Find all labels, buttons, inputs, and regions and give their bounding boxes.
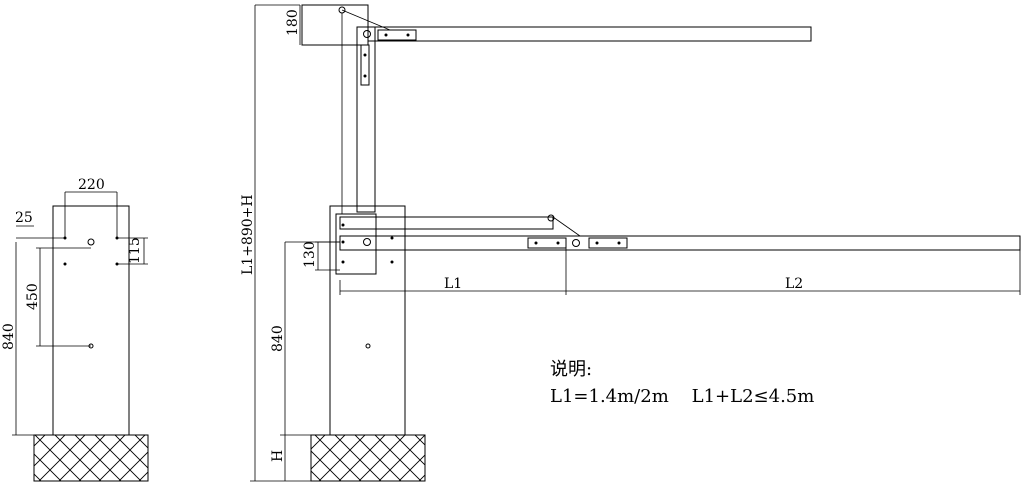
raised-boom — [301, 4, 369, 46]
raised-boom-beam — [367, 26, 812, 42]
side-dim-top: 25 — [15, 210, 33, 226]
side-dim-hole-spacing: 115 — [127, 237, 143, 264]
base-hinge — [363, 238, 371, 246]
notes-heading: 说明: — [550, 359, 592, 380]
lowered-boom — [339, 235, 1021, 251]
front-cabinet — [329, 205, 406, 436]
side-cabinet — [52, 205, 130, 436]
notes-line: L1=1.4m/2m L1+L2≤4.5m — [550, 386, 814, 407]
raised-boom-hinge — [363, 30, 371, 38]
front-cabinet-hole — [365, 343, 371, 349]
side-view: 220 25 115 450 840 — [1, 177, 149, 482]
raised-boom-plate — [377, 29, 417, 41]
side-dim-height: 840 — [1, 323, 17, 350]
side-foundation — [33, 434, 149, 482]
lowered-boom-pivot — [547, 214, 555, 222]
side-dim-width: 220 — [78, 177, 105, 193]
vertical-arm-plate — [360, 44, 370, 86]
front-dim-total: L1+890+H — [240, 194, 256, 275]
front-dim-foundation: H — [270, 450, 286, 462]
side-dim-mid: 450 — [25, 283, 41, 310]
side-hole-main — [87, 238, 95, 246]
front-view: L1+890+H H 840 130 — [240, 4, 1021, 482]
mechanism-frame — [335, 213, 377, 275]
lowered-boom-plate-right — [588, 237, 628, 249]
front-dim-l2: L2 — [785, 276, 803, 292]
vertical-arm — [356, 26, 376, 213]
front-foundation — [310, 434, 426, 482]
front-dim-height: 840 — [270, 325, 286, 352]
raised-boom-pivot — [338, 6, 346, 14]
front-dim-arm-lower: 130 — [302, 241, 318, 268]
front-dim-arm-upper: 180 — [285, 9, 301, 36]
front-dim-l1: L1 — [444, 276, 462, 292]
lowered-boom-plate-left — [527, 237, 567, 249]
lowered-boom-hinge — [572, 239, 580, 247]
lowered-boom-upper — [339, 216, 554, 230]
notes: 说明: L1=1.4m/2m L1+L2≤4.5m — [550, 359, 814, 407]
